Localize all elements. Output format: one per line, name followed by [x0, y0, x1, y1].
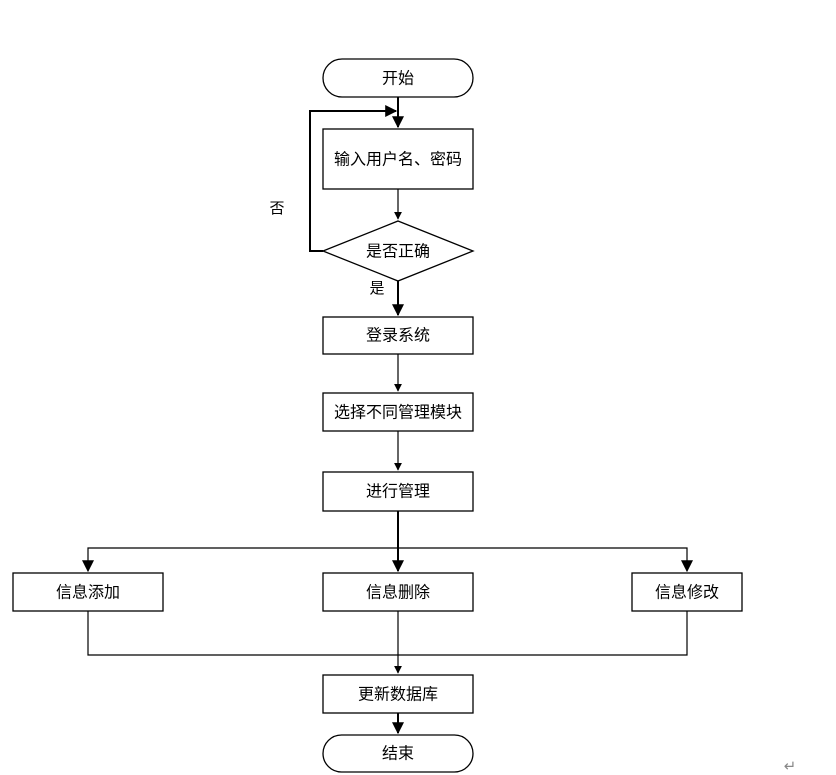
- node-check: 是否正确: [321, 220, 475, 282]
- edge-check-input-no: [309, 105, 398, 252]
- node-input: 输入用户名、密码: [322, 128, 474, 190]
- paragraph-mark: ↵: [784, 757, 797, 775]
- node-login: 登录系统: [322, 316, 474, 355]
- node-delete-label: 信息删除: [366, 583, 430, 602]
- node-end-label: 结束: [382, 744, 414, 763]
- node-start-label: 开始: [382, 69, 414, 88]
- node-check-label: 是否正确: [366, 242, 430, 261]
- edge-label-yes: 是: [369, 279, 384, 297]
- node-modify-label: 信息修改: [655, 583, 719, 602]
- node-modify: 信息修改: [631, 572, 743, 612]
- node-manage: 进行管理: [322, 471, 474, 512]
- node-select: 选择不同管理模块: [322, 392, 474, 432]
- node-select-label: 选择不同管理模块: [334, 403, 462, 422]
- node-update-label: 更新数据库: [358, 685, 438, 704]
- node-input-label: 输入用户名、密码: [334, 150, 462, 169]
- node-update: 更新数据库: [322, 674, 474, 714]
- edges: [82, 97, 693, 735]
- edge-add-update: [87, 611, 688, 656]
- node-add: 信息添加: [12, 572, 164, 612]
- node-delete: 信息删除: [322, 572, 474, 612]
- node-start: 开始: [322, 58, 474, 98]
- edge-label-no: 否: [269, 199, 284, 217]
- edge-manage-add: [82, 547, 398, 573]
- node-manage-label: 进行管理: [366, 482, 430, 501]
- edge-manage-modify: [398, 547, 693, 573]
- node-login-label: 登录系统: [366, 326, 430, 345]
- node-end: 结束: [322, 734, 474, 773]
- node-add-label: 信息添加: [56, 583, 120, 602]
